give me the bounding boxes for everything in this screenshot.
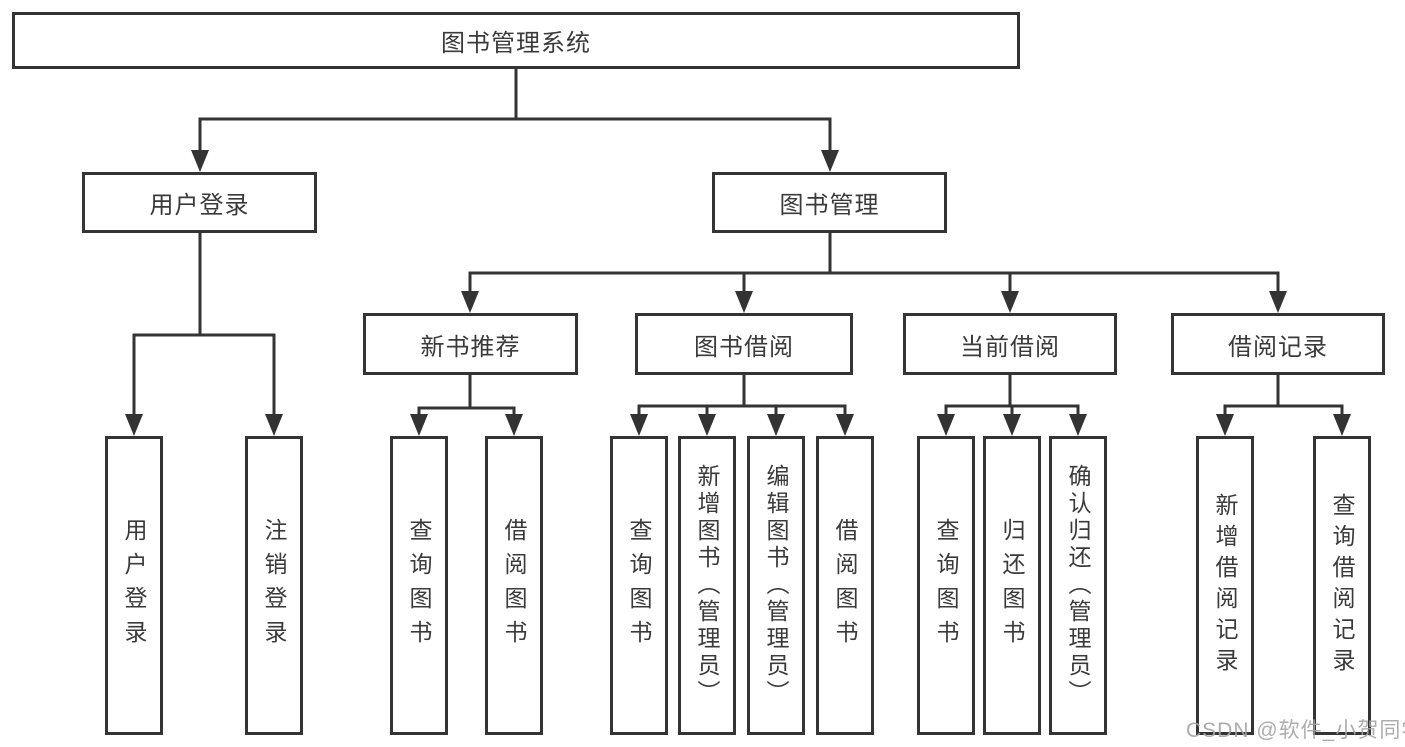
node-borrowing-records: 借阅记录 [1171, 313, 1385, 375]
node-label: 新书推荐 [420, 333, 521, 361]
leaf-label: 查询图书 [406, 517, 432, 654]
leaf-label: 确认归还（管理员） [1065, 464, 1091, 707]
node-label: 图书借阅 [694, 333, 794, 361]
node-label: 当前借阅 [960, 333, 1060, 361]
leaf-label: 新增图书（管理员） [694, 464, 720, 707]
node-current-borrowing: 当前借阅 [903, 313, 1117, 375]
leaf-borrow-add-books-admin: 新增图书（管理员） [678, 436, 736, 735]
leaf-label: 用户登录 [121, 517, 147, 654]
leaf-cur-query-books: 查询图书 [917, 436, 975, 735]
leaf-query-borrowing-record: 查询借阅记录 [1313, 436, 1371, 735]
leaf-label: 注销登录 [261, 517, 287, 654]
leaf-add-borrowing-record: 新增借阅记录 [1196, 436, 1254, 735]
leaf-borrow-borrow-books: 借阅图书 [816, 436, 874, 735]
arrowheads [125, 150, 1351, 436]
leaf-rec-borrow-books: 借阅图书 [485, 436, 543, 735]
leaf-label: 新增借阅记录 [1212, 492, 1238, 679]
leaf-label: 查询借阅记录 [1329, 492, 1355, 679]
leaf-label: 查询图书 [933, 517, 959, 654]
leaf-rec-query-books: 查询图书 [390, 436, 448, 735]
leaf-logout: 注销登录 [245, 436, 303, 735]
leaf-label: 借阅图书 [501, 517, 527, 654]
node-book-management: 图书管理 [712, 172, 947, 233]
leaf-user-login: 用户登录 [105, 436, 163, 735]
node-user-login: 用户登录 [82, 172, 317, 233]
node-label: 用户登录 [149, 192, 250, 219]
node-label: 借阅记录 [1228, 333, 1328, 361]
leaf-label: 借阅图书 [832, 517, 858, 654]
leaf-borrow-query-books: 查询图书 [610, 436, 668, 735]
node-label: 图书管理系统 [441, 30, 591, 57]
csdn-watermark: CSDN @软件_小贺同学 [1186, 719, 1405, 742]
node-book-borrowing: 图书借阅 [635, 313, 853, 375]
leaf-cur-return-books: 归还图书 [983, 436, 1041, 735]
leaf-cur-confirm-return-admin: 确认归还（管理员） [1049, 436, 1107, 735]
node-label: 图书管理 [779, 192, 880, 219]
leaf-label: 编辑图书（管理员） [763, 464, 789, 707]
leaf-label: 查询图书 [626, 517, 652, 654]
node-new-book-recommendation: 新书推荐 [363, 313, 578, 375]
leaf-borrow-edit-books-admin: 编辑图书（管理员） [747, 436, 805, 735]
leaf-label: 归还图书 [999, 517, 1025, 654]
node-library-management-system: 图书管理系统 [12, 12, 1020, 69]
